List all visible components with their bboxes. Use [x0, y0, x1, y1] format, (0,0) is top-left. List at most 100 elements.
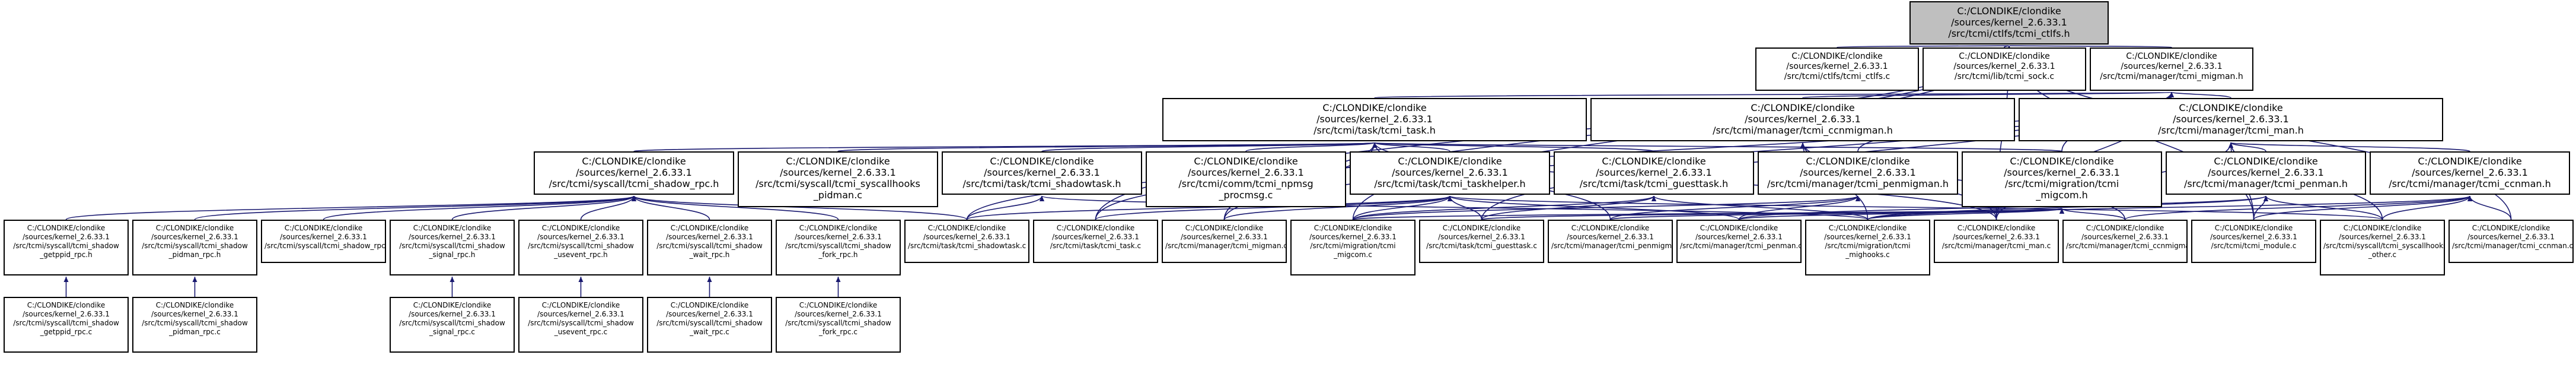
node-label: C:/CLONDIKE/clondike /sources/kernel_2.6… [1948, 5, 2070, 39]
file-node-shadowtask_h[interactable]: C:/CLONDIKE/clondike /sources/kernel_2.6… [942, 151, 1142, 195]
file-node-module_c[interactable]: C:/CLONDIKE/clondike /sources/kernel_2.6… [2191, 220, 2316, 263]
edge-man_h-includes-migman_h [2169, 91, 2231, 99]
node-label: C:/CLONDIKE/clondike /sources/kernel_2.6… [1579, 156, 1729, 189]
file-node-shadow_rpc_h[interactable]: C:/CLONDIKE/clondike /sources/kernel_2.6… [534, 151, 734, 195]
edge-migcom_h-includes-task_h [1373, 142, 2062, 152]
edge-shadow_wait_h-includes-shadow_rpc_h [632, 195, 710, 220]
node-label: C:/CLONDIKE/clondike /sources/kernel_2.6… [2100, 52, 2243, 81]
edge-shadowtask_c-includes-shadow_rpc_h [632, 195, 968, 220]
file-node-shadow_usevent_c[interactable]: C:/CLONDIKE/clondike /sources/kernel_2.6… [518, 297, 643, 353]
edge-shadow_rpc_c-includes-shadow_rpc_h [323, 195, 636, 220]
edge-mighooks_c-includes-guesttask_h [1652, 195, 1869, 220]
file-node-shadow_usevent_h[interactable]: C:/CLONDIKE/clondike /sources/kernel_2.6… [518, 220, 643, 275]
edge-ccnmigman_c-includes-ccnman_h [2124, 195, 2472, 220]
edge-migman_h-includes-cmi_ctfs_h [2008, 45, 2172, 52]
edge-task_h-includes-migman_h [1374, 91, 2172, 99]
node-label: C:/CLONDIKE/clondike /sources/kernel_2.6… [1165, 224, 1287, 250]
file-node-shadow_wait_h[interactable]: C:/CLONDIKE/clondike /sources/kernel_2.6… [647, 220, 772, 275]
file-node-shadow_fork_h[interactable]: C:/CLONDIKE/clondike /sources/kernel_2.6… [776, 220, 901, 275]
file-node-ccnmigman_c[interactable]: C:/CLONDIKE/clondike /sources/kernel_2.6… [2062, 220, 2188, 263]
node-label: C:/CLONDIKE/clondike /sources/kernel_2.6… [2184, 156, 2348, 189]
file-node-penmigman_c[interactable]: C:/CLONDIKE/clondike /sources/kernel_2.6… [1548, 220, 1673, 263]
node-label: C:/CLONDIKE/clondike /sources/kernel_2.6… [1426, 224, 1537, 250]
node-label: C:/CLONDIKE/clondike /sources/kernel_2.6… [264, 224, 386, 250]
file-node-shadow_wait_c[interactable]: C:/CLONDIKE/clondike /sources/kernel_2.6… [647, 297, 772, 353]
file-node-migcom_c[interactable]: C:/CLONDIKE/clondike /sources/kernel_2.6… [1290, 220, 1415, 275]
node-label: C:/CLONDIKE/clondike /sources/kernel_2.6… [1824, 224, 1911, 259]
node-label: C:/CLONDIKE/clondike /sources/kernel_2.6… [1784, 52, 1890, 81]
edge-guesttask_h-includes-task_h [1372, 142, 1654, 152]
file-node-syscallhooks_other_c[interactable]: C:/CLONDIKE/clondike /sources/kernel_2.6… [2320, 220, 2445, 275]
file-node-task_c[interactable]: C:/CLONDIKE/clondike /sources/kernel_2.6… [1033, 220, 1158, 263]
node-label: C:/CLONDIKE/clondike /sources/kernel_2.6… [1178, 156, 1313, 201]
edge-shadow_rpc_h-includes-task_h [633, 142, 1376, 152]
edge-ccnman_c-includes-ccnman_h [2467, 195, 2512, 220]
node-label: C:/CLONDIKE/clondike /sources/kernel_2.6… [2066, 224, 2188, 250]
edge-ccnman_h-includes-man_h [2229, 142, 2470, 152]
file-node-guesttask_h[interactable]: C:/CLONDIKE/clondike /sources/kernel_2.6… [1554, 151, 1754, 195]
edge-shadow_signal_h-includes-shadow_rpc_h [451, 195, 636, 220]
file-node-penmigman_h[interactable]: C:/CLONDIKE/clondike /sources/kernel_2.6… [1758, 151, 1958, 195]
edge-mighooks_c-includes-ccnman_h [1867, 195, 2472, 220]
node-label: C:/CLONDIKE/clondike /sources/kernel_2.6… [1050, 224, 1142, 250]
node-label: C:/CLONDIKE/clondike /sources/kernel_2.6… [1374, 156, 1526, 189]
file-node-man_h[interactable]: C:/CLONDIKE/clondike /sources/kernel_2.6… [2019, 98, 2443, 141]
node-label: C:/CLONDIKE/clondike /sources/kernel_2.6… [528, 301, 634, 336]
edge-shadowtask_h-includes-task_h [1041, 142, 1377, 152]
file-node-shadow_signal_c[interactable]: C:/CLONDIKE/clondike /sources/kernel_2.6… [390, 297, 515, 353]
edge-task_c-includes-taskhelper_h [1095, 195, 1452, 220]
node-label: C:/CLONDIKE/clondike /sources/kernel_2.6… [2452, 224, 2574, 250]
edge-syscallhooks_other_c-includes-ccnman_h [2381, 195, 2472, 220]
edge-shadowtask_c-includes-taskhelper_h [966, 195, 1452, 220]
file-node-shadowtask_c[interactable]: C:/CLONDIKE/clondike /sources/kernel_2.6… [904, 220, 1029, 263]
edge-npmsg_c-includes-task_h [1245, 142, 1377, 152]
file-node-ccnman_h[interactable]: C:/CLONDIKE/clondike /sources/kernel_2.6… [2370, 151, 2570, 195]
file-node-shadow_getppid_c[interactable]: C:/CLONDIKE/clondike /sources/kernel_2.6… [4, 297, 129, 353]
edge-cmi_ctlfs_c-includes-cmi_ctfs_h [1837, 45, 2010, 52]
file-node-ccnman_c[interactable]: C:/CLONDIKE/clondike /sources/kernel_2.6… [2449, 220, 2574, 263]
file-node-migman_h[interactable]: C:/CLONDIKE/clondike /sources/kernel_2.6… [2090, 47, 2253, 91]
node-label: C:/CLONDIKE/clondike /sources/kernel_2.6… [2158, 102, 2304, 136]
file-node-migman_c[interactable]: C:/CLONDIKE/clondike /sources/kernel_2.6… [1162, 220, 1287, 263]
node-label: C:/CLONDIKE/clondike /sources/kernel_2.6… [142, 301, 248, 336]
file-node-npmsg_c[interactable]: C:/CLONDIKE/clondike /sources/kernel_2.6… [1146, 151, 1346, 207]
file-node-mighooks_c[interactable]: C:/CLONDIKE/clondike /sources/kernel_2.6… [1805, 220, 1930, 275]
file-node-task_h[interactable]: C:/CLONDIKE/clondike /sources/kernel_2.6… [1162, 98, 1587, 141]
file-node-ccnmigman_h[interactable]: C:/CLONDIKE/clondike /sources/kernel_2.6… [1590, 98, 2015, 141]
edge-penman_c-includes-penman_h [1738, 195, 2268, 220]
edge-shadow_pidman_h-includes-shadow_rpc_h [194, 195, 636, 220]
node-label: C:/CLONDIKE/clondike /sources/kernel_2.6… [656, 301, 763, 336]
node-label: C:/CLONDIKE/clondike /sources/kernel_2.6… [2323, 224, 2445, 259]
edge-migcom_c-includes-penmigman_h [1352, 195, 1860, 220]
file-node-syscallhooks_pidman_c[interactable]: C:/CLONDIKE/clondike /sources/kernel_2.6… [738, 151, 938, 207]
edge-module_c-includes-ccnman_h [2253, 195, 2472, 220]
node-label: C:/CLONDIKE/clondike /sources/kernel_2.6… [1313, 102, 1436, 136]
file-node-shadow_signal_h[interactable]: C:/CLONDIKE/clondike /sources/kernel_2.6… [390, 220, 515, 275]
file-node-penman_h[interactable]: C:/CLONDIKE/clondike /sources/kernel_2.6… [2166, 151, 2366, 195]
file-node-shadow_pidman_c[interactable]: C:/CLONDIKE/clondike /sources/kernel_2.6… [132, 297, 257, 353]
file-node-shadow_pidman_h[interactable]: C:/CLONDIKE/clondike /sources/kernel_2.6… [132, 220, 257, 275]
edge-migman_c-includes-taskhelper_h [1223, 195, 1452, 220]
file-node-migcom_h[interactable]: C:/CLONDIKE/clondike /sources/kernel_2.6… [1962, 151, 2162, 207]
edge-shadow_fork_h-includes-shadow_rpc_h [632, 195, 839, 220]
file-node-man_c[interactable]: C:/CLONDIKE/clondike /sources/kernel_2.6… [1934, 220, 2059, 263]
file-node-sock_c[interactable]: C:/CLONDIKE/clondike /sources/kernel_2.6… [1923, 47, 2086, 91]
file-node-shadow_getppid_h[interactable]: C:/CLONDIKE/clondike /sources/kernel_2.6… [4, 220, 129, 275]
file-node-penman_c[interactable]: C:/CLONDIKE/clondike /sources/kernel_2.6… [1676, 220, 1802, 263]
node-label: C:/CLONDIKE/clondike /sources/kernel_2.6… [1551, 224, 1672, 250]
node-label: C:/CLONDIKE/clondike /sources/kernel_2.6… [142, 224, 248, 259]
node-label: C:/CLONDIKE/clondike /sources/kernel_2.6… [13, 224, 119, 259]
node-label: C:/CLONDIKE/clondike /sources/kernel_2.6… [1309, 224, 1397, 259]
file-node-guesttask_c[interactable]: C:/CLONDIKE/clondike /sources/kernel_2.6… [1419, 220, 1544, 263]
file-node-shadow_rpc_c[interactable]: C:/CLONDIKE/clondike /sources/kernel_2.6… [261, 220, 386, 263]
edge-migcom_c-includes-guesttask_h [1352, 195, 1656, 220]
edge-shadow_getppid_h-includes-shadow_rpc_h [65, 195, 636, 220]
node-label: C:/CLONDIKE/clondike /sources/kernel_2.6… [13, 301, 119, 336]
file-node-taskhelper_h[interactable]: C:/CLONDIKE/clondike /sources/kernel_2.6… [1350, 151, 1550, 195]
node-label: C:/CLONDIKE/clondike /sources/kernel_2.6… [2210, 224, 2297, 250]
file-node-shadow_fork_c[interactable]: C:/CLONDIKE/clondike /sources/kernel_2.6… [776, 297, 901, 353]
file-node-cmi_ctlfs_c[interactable]: C:/CLONDIKE/clondike /sources/kernel_2.6… [1755, 47, 1919, 91]
focus-node-cmi_ctfs_h[interactable]: C:/CLONDIKE/clondike /sources/kernel_2.6… [1909, 1, 2109, 45]
node-label: C:/CLONDIKE/clondike /sources/kernel_2.6… [785, 224, 891, 259]
edge-ccnmigman_h-includes-migman_h [1802, 91, 2173, 99]
